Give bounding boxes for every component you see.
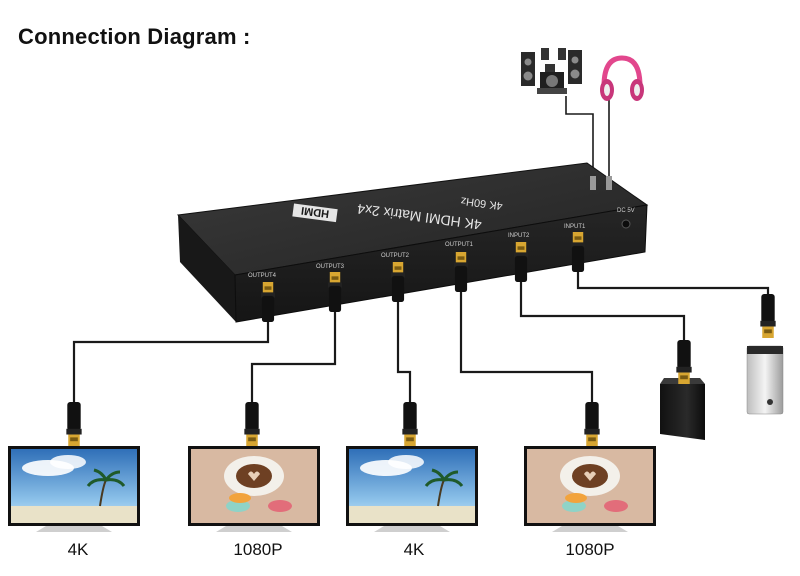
audio-jack-plug	[590, 176, 596, 190]
plug-input1	[571, 232, 585, 272]
port-label-output1: OUTPUT1	[445, 242, 474, 248]
game-console-icon	[660, 378, 705, 440]
headphones-icon	[600, 55, 644, 101]
display-1-label: 4K	[67, 540, 89, 559]
plug-display-3	[402, 402, 418, 446]
port-label-output2: OUTPUT2	[381, 253, 410, 259]
plug-game-console	[676, 340, 692, 384]
cable-input2	[519, 280, 686, 346]
plug-display-4	[584, 402, 600, 446]
cable-output4	[72, 318, 270, 412]
cable-output2	[396, 292, 412, 412]
display-2	[188, 446, 320, 532]
display-3-label: 4K	[403, 540, 425, 559]
cable-output1	[459, 288, 594, 412]
device-subtitle: 4K 60Hz	[460, 194, 503, 211]
plug-input2	[514, 242, 528, 282]
display-4-label: 1080P	[565, 540, 615, 559]
port-label-output3: OUTPUT3	[316, 264, 345, 270]
pc-tower-icon	[746, 345, 784, 415]
diagram-title: Connection Diagram :	[18, 24, 251, 49]
display-1	[8, 446, 140, 532]
cable-output3	[250, 308, 337, 412]
port-label-input2: INPUT2	[508, 233, 530, 239]
dc-port-label: DC 5V	[617, 208, 635, 214]
plug-pc-tower	[760, 294, 776, 338]
plug-output3	[328, 272, 342, 312]
hdmi-matrix-device: 4K HDMI Matrix 2x4 4K 60Hz HDMI DC 5V OU…	[176, 162, 649, 323]
port-label-output4: OUTPUT4	[248, 273, 277, 279]
plug-output2	[391, 262, 405, 302]
dc-power-port	[621, 219, 631, 229]
display-4	[524, 446, 656, 532]
display-3	[346, 446, 478, 532]
headphone-jack-plug	[606, 176, 612, 190]
speaker-system-icon	[521, 48, 582, 94]
hdmi-logo: HDMI	[300, 204, 329, 220]
plug-display-2	[244, 402, 260, 446]
hdmi-cables	[72, 96, 770, 412]
plug-display-1	[66, 402, 82, 446]
plug-output1	[454, 252, 468, 292]
plug-output4	[261, 282, 275, 322]
cable-input1	[576, 268, 770, 298]
audio-cable	[565, 96, 594, 180]
display-2-label: 1080P	[233, 540, 283, 559]
port-label-input1: INPUT1	[564, 224, 586, 230]
